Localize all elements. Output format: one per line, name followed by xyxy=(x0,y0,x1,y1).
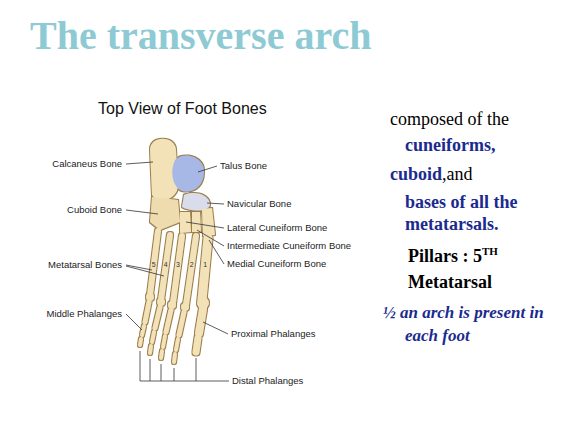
note-text: cuboid xyxy=(390,164,442,184)
callout-number: 2 xyxy=(190,261,194,269)
slide-title: The transverse arch xyxy=(30,16,371,56)
part-label: Talus Bone xyxy=(220,160,267,172)
callout-number: 5 xyxy=(152,261,156,269)
callout-number: 3 xyxy=(176,261,180,269)
text-line: Pillars : 5TH Metatarsal xyxy=(408,243,498,295)
part-label: Proximal Phalanges xyxy=(231,328,316,340)
part-label: Intermediate Cuneiform Bone xyxy=(227,240,351,252)
part-label: Metatarsal Bones xyxy=(48,259,122,271)
note-text: ,and xyxy=(442,164,473,184)
superscript-text: TH xyxy=(482,245,498,257)
talus-shape xyxy=(172,156,204,192)
part-label: Cuboid Bone xyxy=(67,204,122,216)
note-text: bases of all the metatarsals. xyxy=(405,191,555,235)
navicular-shape xyxy=(182,193,210,210)
figure-heading: Top View of Foot Bones xyxy=(98,100,267,118)
leader-lines xyxy=(126,162,229,381)
part-label: Medial Cuneiform Bone xyxy=(227,258,326,270)
note-text: ½ an arch is present in each foot xyxy=(383,301,558,347)
foot-bones xyxy=(140,139,215,362)
note-text: Metatarsal xyxy=(408,269,498,295)
note-text: Pillars : 5 xyxy=(408,246,482,266)
text-line: cuboid,and xyxy=(390,163,473,185)
part-label: Calcaneus Bone xyxy=(52,158,122,170)
part-label: Lateral Cuneiform Bone xyxy=(227,222,327,234)
callout-number: 1 xyxy=(203,261,207,269)
part-label: Navicular Bone xyxy=(227,198,291,210)
callout-number: 4 xyxy=(164,261,168,269)
part-label: Middle Phalanges xyxy=(46,308,122,320)
part-label: Distal Phalanges xyxy=(232,375,303,387)
note-text: composed of the xyxy=(390,108,509,130)
cuneiform-shape xyxy=(192,212,201,232)
cuneiform-shape xyxy=(202,208,215,236)
note-text: cuneiforms, xyxy=(405,134,495,156)
